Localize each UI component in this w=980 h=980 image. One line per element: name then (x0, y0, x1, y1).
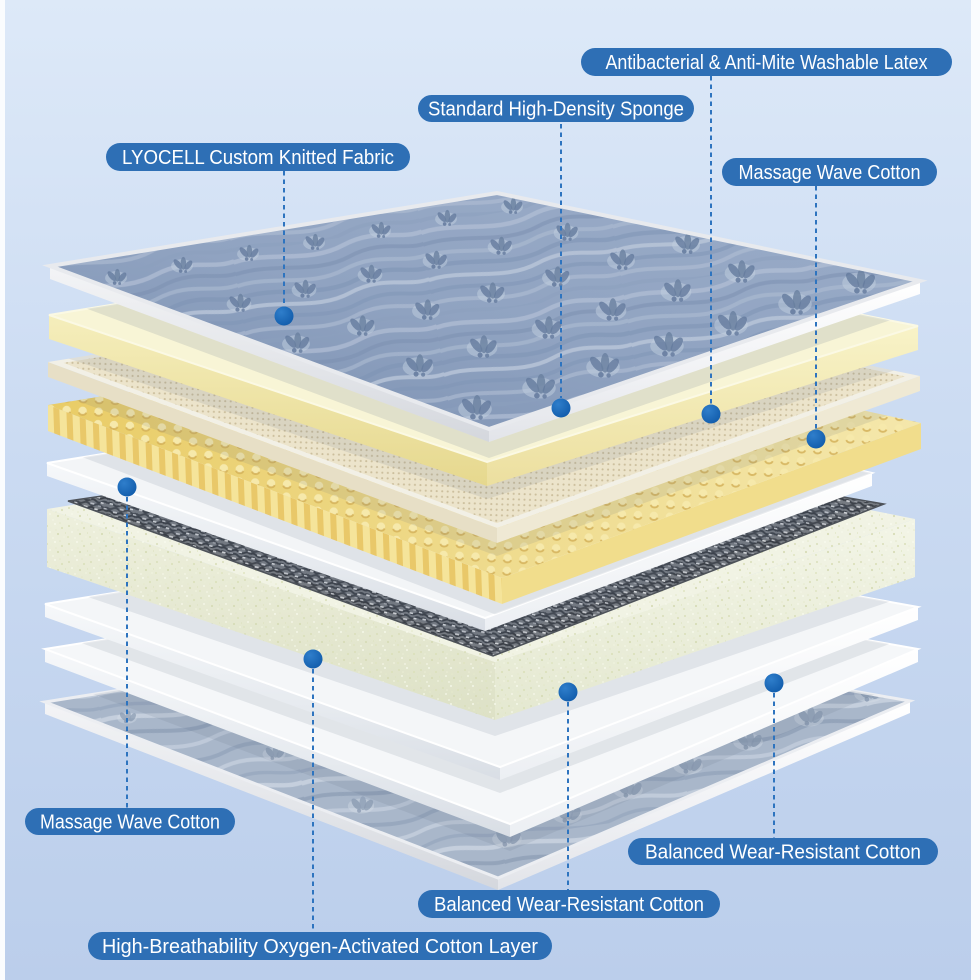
svg-text:Massage Wave Cotton: Massage Wave Cotton (739, 161, 921, 184)
svg-text:Standard High-Density Sponge: Standard High-Density Sponge (428, 98, 684, 121)
svg-text:Balanced Wear-Resistant Cotton: Balanced Wear-Resistant Cotton (645, 841, 921, 864)
svg-text:LYOCELL Custom Knitted Fabric: LYOCELL Custom Knitted Fabric (122, 146, 394, 169)
svg-text:Massage Wave Cotton: Massage Wave Cotton (40, 811, 220, 834)
svg-text:Balanced Wear-Resistant Cotton: Balanced Wear-Resistant Cotton (434, 893, 704, 916)
svg-text:Antibacterial & Anti-Mite Wash: Antibacterial & Anti-Mite Washable Latex (606, 51, 929, 74)
svg-text:High-Breathability Oxygen-Acti: High-Breathability Oxygen-Activated Cott… (102, 935, 538, 958)
